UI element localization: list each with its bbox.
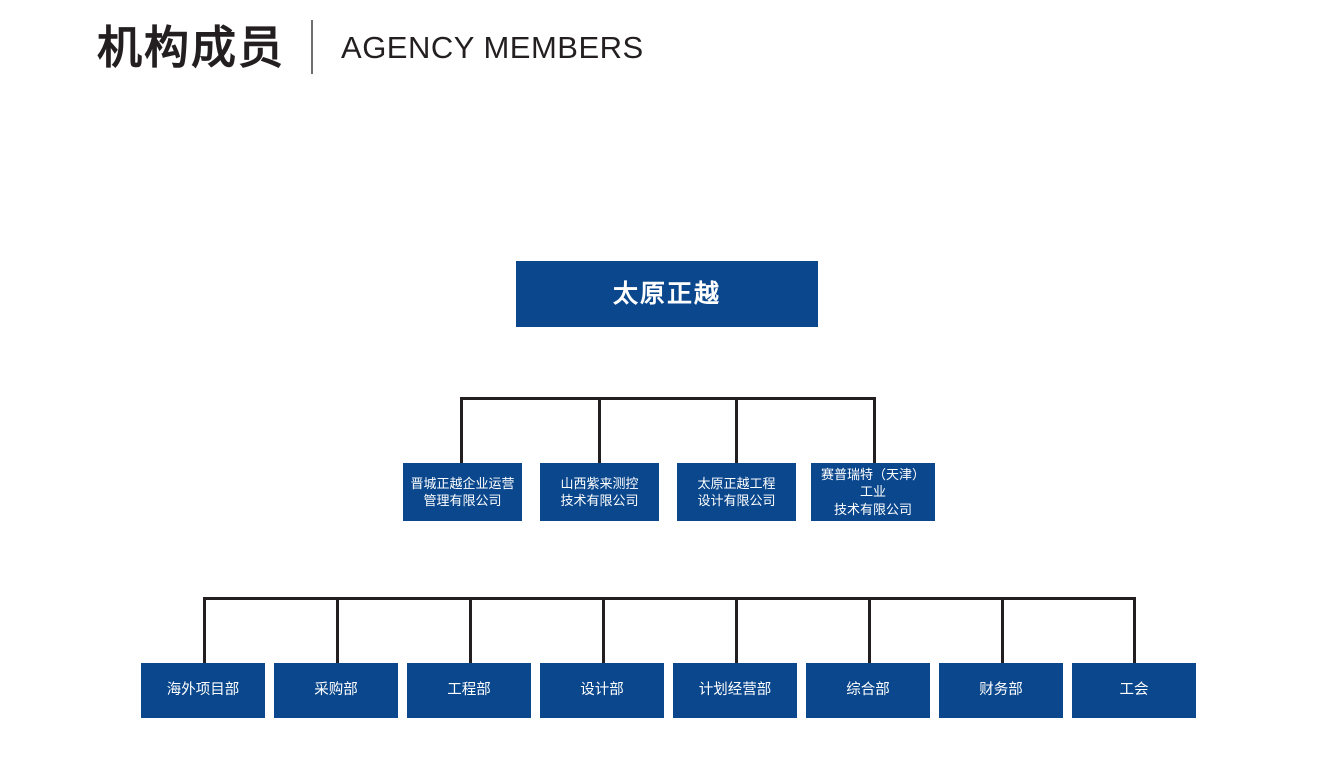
page-title-en: AGENCY MEMBERS [341,29,644,65]
page-title-cn: 机构成员 [97,21,286,73]
connector-stem-level3-4 [602,597,605,663]
org-node-root[interactable]: 太原正越 [516,261,818,327]
node-label: 计划经营部 [698,681,772,698]
node-label: 赛普瑞特（天津）工业 技术有限公司 [820,467,925,517]
org-node-level3-5[interactable]: 计划经营部 [673,663,797,718]
org-node-level3-1[interactable]: 海外项目部 [141,663,265,718]
connector-stem-level2-1 [460,397,463,463]
connector-stem-level3-2 [336,597,339,663]
node-label: 太原正越工程 设计有限公司 [697,475,776,508]
org-node-level3-3[interactable]: 工程部 [407,663,531,718]
connector-stem-level2-2 [598,397,601,463]
org-node-level3-6[interactable]: 综合部 [806,663,930,718]
connector-stem-level3-6 [868,597,871,663]
node-label: 工程部 [447,681,491,698]
connector-bar-level3 [203,597,1133,600]
node-label: 山西紫来测控 技术有限公司 [560,475,639,508]
page-header: 机构成员 AGENCY MEMBERS [97,12,644,82]
connector-stem-level3-7 [1001,597,1004,663]
connector-stem-level2-4 [873,397,876,463]
connector-stem-level3-5 [735,597,738,663]
node-label: 太原正越 [612,279,721,308]
connector-stem-level3-3 [469,597,472,663]
node-label: 晋城正越企业运营 管理有限公司 [410,475,515,508]
org-node-level3-4[interactable]: 设计部 [540,663,664,718]
org-node-level2-1[interactable]: 晋城正越企业运营 管理有限公司 [403,463,522,521]
connector-stem-level2-3 [735,397,738,463]
node-label: 海外项目部 [166,681,240,698]
org-node-level2-3[interactable]: 太原正越工程 设计有限公司 [677,463,796,521]
node-label: 财务部 [979,681,1023,698]
org-node-level3-8[interactable]: 工会 [1072,663,1196,718]
node-label: 工会 [1119,681,1149,698]
node-label: 设计部 [580,681,624,698]
node-label: 采购部 [314,681,358,698]
org-node-level3-2[interactable]: 采购部 [274,663,398,718]
connector-stem-level3-1 [203,597,206,663]
connector-stem-level3-8 [1133,597,1136,663]
header-divider-rule [311,20,314,74]
org-node-level3-7[interactable]: 财务部 [939,663,1063,718]
org-node-level2-2[interactable]: 山西紫来测控 技术有限公司 [540,463,659,521]
connector-bar-level2 [460,397,875,400]
node-label: 综合部 [846,681,890,698]
org-node-level2-4[interactable]: 赛普瑞特（天津）工业 技术有限公司 [811,463,935,521]
